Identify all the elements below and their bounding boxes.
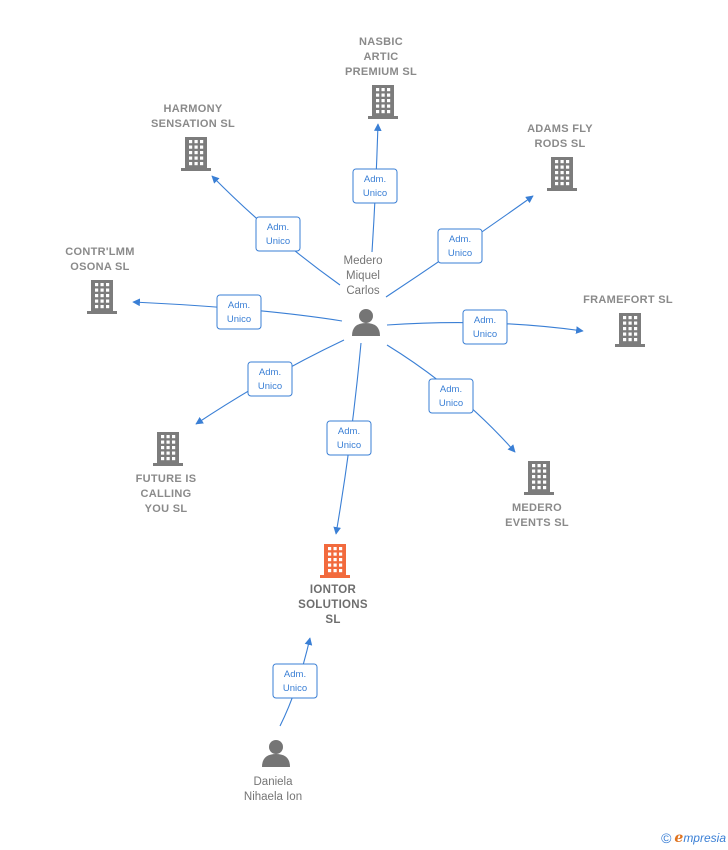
company-name-line: ARTIC	[363, 51, 398, 63]
company-name-line: SOLUTIONS	[298, 599, 368, 611]
relation-badge[interactable]: Adm. Unico	[352, 168, 398, 204]
relation-badge-label: Unico	[283, 683, 307, 694]
company-node-framefort[interactable]: FRAMEFORT SL	[583, 294, 673, 347]
company-node-harmony[interactable]: HARMONY SENSATION SL	[151, 103, 235, 171]
person-name-line: Daniela	[254, 776, 294, 788]
relation-badge[interactable]: Adm. Unico	[247, 361, 293, 397]
copyright-icon: ©	[661, 830, 672, 846]
company-name-line: CONTR'LMM	[65, 246, 134, 258]
relation-badge-label: Adm.	[267, 222, 289, 233]
company-node-nasbic[interactable]: NASBIC ARTIC PREMIUM SL	[345, 36, 417, 119]
company-name-line: FRAMEFORT SL	[583, 294, 673, 306]
company-node-contrlmm[interactable]: CONTR'LMM OSONA SL	[65, 246, 134, 314]
brand-footer: ©empresia	[661, 830, 726, 846]
company-name: FUTURE IS CALLING YOU SL	[136, 473, 197, 515]
building-icon[interactable]	[368, 85, 398, 119]
building-icon[interactable]	[320, 544, 350, 578]
company-node-future[interactable]: FUTURE IS CALLING YOU SL	[136, 432, 197, 515]
company-name: CONTR'LMM OSONA SL	[65, 246, 134, 273]
company-name-line: RODS SL	[535, 138, 586, 150]
brand-name: mpresia	[683, 831, 726, 845]
company-name: ADAMS FLY RODS SL	[527, 123, 593, 150]
relation-badge[interactable]: Adm. Unico	[437, 228, 483, 264]
relation-badge-label: Adm.	[259, 367, 281, 378]
relation-badge-label: Adm.	[440, 384, 462, 395]
company-name: FRAMEFORT SL	[583, 294, 673, 306]
building-icon[interactable]	[615, 313, 645, 347]
company-name-line: FUTURE IS	[136, 473, 197, 485]
person-name-line: Miquel	[346, 270, 380, 282]
relation-badge-label: Unico	[363, 188, 387, 199]
relation-badge-label: Unico	[266, 236, 290, 247]
relation-badge[interactable]: Adm. Unico	[326, 420, 372, 456]
relation-badge-label: Adm.	[338, 426, 360, 437]
building-icon[interactable]	[181, 137, 211, 171]
relation-badge[interactable]: Adm. Unico	[428, 378, 474, 414]
company-name-line: MEDERO	[512, 502, 562, 514]
person-name-line: Carlos	[346, 285, 379, 297]
company-name-line: ADAMS FLY	[527, 123, 593, 135]
relation-badge-label: Adm.	[474, 315, 496, 326]
relation-badge-label: Unico	[337, 440, 361, 451]
building-icon[interactable]	[524, 461, 554, 495]
relation-badge[interactable]: Adm. Unico	[255, 216, 301, 252]
relation-badge-label: Unico	[448, 248, 472, 259]
company-node-adams[interactable]: ADAMS FLY RODS SL	[527, 123, 593, 191]
company-name-line: HARMONY	[164, 103, 223, 115]
company-name-line: SENSATION SL	[151, 118, 235, 130]
building-icon[interactable]	[547, 157, 577, 191]
building-icon[interactable]	[153, 432, 183, 466]
relation-badge-label: Unico	[258, 381, 282, 392]
person-icon[interactable]	[352, 309, 380, 336]
company-name: NASBIC ARTIC PREMIUM SL	[345, 36, 417, 78]
company-name-line: IONTOR	[310, 584, 357, 596]
company-name-line: PREMIUM SL	[345, 66, 417, 78]
company-name: HARMONY SENSATION SL	[151, 103, 235, 130]
person-name-line: Nihaela Ion	[244, 791, 302, 803]
company-name-line: CALLING	[141, 488, 192, 500]
nodes-layer: NASBIC ARTIC PREMIUM SL HARMONY SENSATION SL…	[65, 36, 673, 803]
relation-badge[interactable]: Adm. Unico	[272, 663, 318, 699]
relation-badge-label: Adm.	[449, 234, 471, 245]
company-name-line: NASBIC	[359, 36, 403, 48]
company-node-medero_events[interactable]: MEDERO EVENTS SL	[505, 461, 569, 529]
person-name-line: Medero	[344, 255, 383, 267]
brand-initial: e	[674, 830, 684, 846]
relation-badge[interactable]: Adm. Unico	[216, 294, 262, 330]
company-node-iontor[interactable]: IONTOR SOLUTIONS SL	[298, 544, 368, 626]
relation-badge-label: Unico	[227, 314, 251, 325]
relation-badge-label: Adm.	[228, 300, 250, 311]
company-name-line: SL	[325, 614, 340, 626]
company-name-line: EVENTS SL	[505, 517, 569, 529]
company-name-line: YOU SL	[145, 503, 188, 515]
relation-badge-label: Adm.	[284, 669, 306, 680]
company-name: IONTOR SOLUTIONS SL	[298, 584, 368, 626]
building-icon[interactable]	[87, 280, 117, 314]
person-icon[interactable]	[262, 740, 290, 767]
relation-badge-label: Unico	[473, 329, 497, 340]
relation-badge-label: Adm.	[364, 174, 386, 185]
relation-badge[interactable]: Adm. Unico	[462, 309, 508, 345]
company-name: MEDERO EVENTS SL	[505, 502, 569, 529]
company-name-line: OSONA SL	[70, 261, 129, 273]
relation-badge-label: Unico	[439, 398, 463, 409]
